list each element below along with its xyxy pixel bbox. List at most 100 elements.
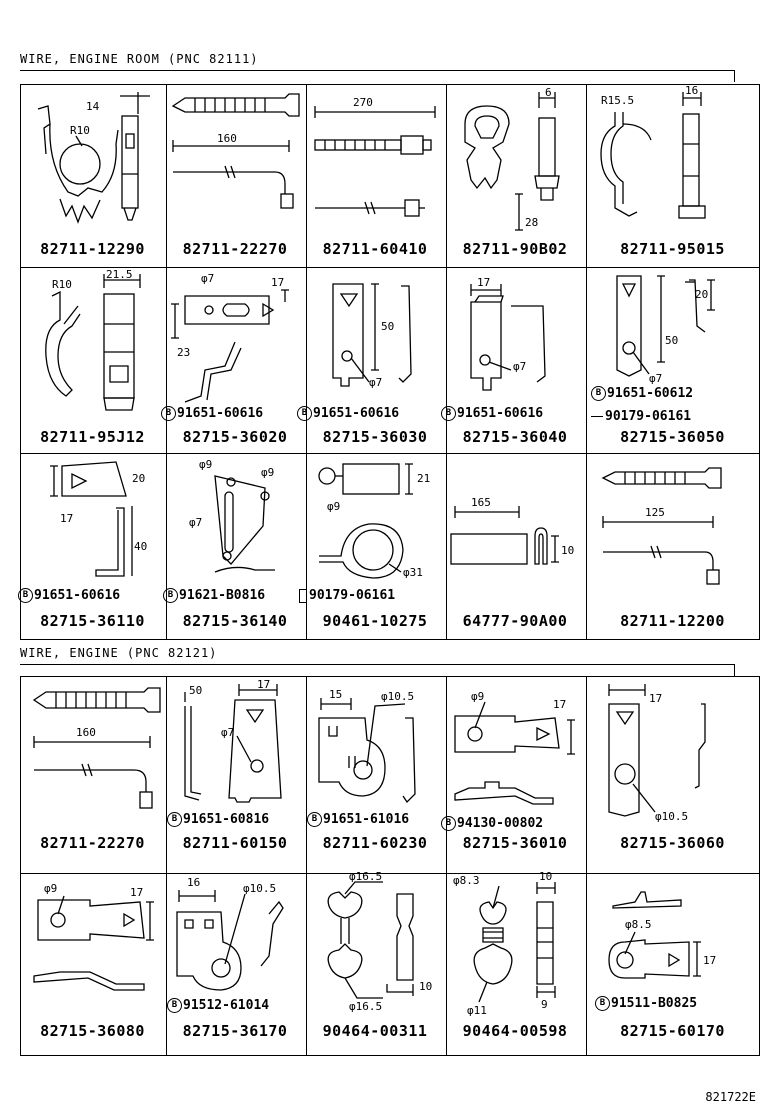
part-number: 90464-00311 xyxy=(322,1022,428,1040)
bracket-drawing: 20 17 40 xyxy=(50,461,147,577)
section-rule xyxy=(20,70,735,71)
section-title-engine-room: WIRE, ENGINE ROOM (PNC 82111) xyxy=(20,52,259,66)
bolt-icon xyxy=(299,588,307,603)
dim-label: φ31 xyxy=(403,566,423,579)
dim-label: φ9 xyxy=(471,690,484,703)
part-cell: 270 82711-60410 xyxy=(305,84,445,266)
figure-id: 821722E xyxy=(705,1090,756,1104)
part-number: 82715-36040 xyxy=(462,428,568,446)
dim-label: 14 xyxy=(86,100,100,113)
part-cell: 6 28 82711-90B02 xyxy=(445,84,585,266)
dim-label: 160 xyxy=(217,132,237,145)
part-number: 82711-60410 xyxy=(322,240,428,258)
part-cell: 165 10 64777-90A00 xyxy=(445,452,585,640)
dim-label: φ8.3 xyxy=(453,874,480,887)
bracket-drawing: 16 φ10.5 xyxy=(176,876,284,991)
dim-label: 125 xyxy=(645,506,665,519)
dim-label: 17 xyxy=(130,886,143,899)
part-cell: 14 R10 82711-12290 xyxy=(20,84,165,266)
clamp-drawing: φ16.5 φ16.5 10 xyxy=(327,872,432,1013)
b-marker-icon: B xyxy=(595,996,610,1011)
dim-label: φ7 xyxy=(369,376,382,389)
dim-label: 50 xyxy=(189,684,202,697)
dim-label: 21.5 xyxy=(106,268,133,281)
dim-label: 17 xyxy=(257,678,270,691)
part-number: 90464-00598 xyxy=(462,1022,568,1040)
dim-label: 10 xyxy=(419,980,432,993)
clamp-drawing: 21 φ9 φ31 xyxy=(318,463,430,579)
b-marker-icon: B xyxy=(161,406,176,421)
b-marker-icon: B xyxy=(297,406,312,421)
part-number: 82715-36060 xyxy=(620,834,725,852)
part-number: 82715-36010 xyxy=(462,834,568,852)
dim-label: 17 xyxy=(649,692,662,705)
tie-band-drawing: 160 xyxy=(171,93,300,209)
bracket-drawing: 20 50 φ7 xyxy=(616,275,715,385)
dim-label: 10 xyxy=(561,544,574,557)
part-number: 82715-36140 xyxy=(182,612,288,630)
dim-label: 10 xyxy=(539,872,552,883)
bracket-drawing: φ9 17 xyxy=(454,690,575,805)
dim-label: φ10.5 xyxy=(243,882,276,895)
part-cell: 160 82711-22270 xyxy=(20,676,165,872)
b-marker-icon: B xyxy=(167,812,182,827)
b-marker-icon: B xyxy=(591,386,606,401)
dim-label: 50 xyxy=(381,320,394,333)
part-number: 64777-90A00 xyxy=(462,612,568,630)
section-rule xyxy=(20,664,735,665)
sub-part-number: 90179-06161 xyxy=(299,588,395,603)
bracket-drawing: φ9 17 xyxy=(33,882,154,991)
part-number: 82715-36170 xyxy=(182,1022,288,1040)
clamp-drawing: R10 21.5 xyxy=(45,268,141,411)
section-rule-tick xyxy=(734,70,735,82)
part-cell: R15.5 16 82711-95015 xyxy=(585,84,760,266)
dim-label: R15.5 xyxy=(601,94,634,107)
bolt-icon xyxy=(591,416,603,417)
bracket-drawing: 50 φ7 xyxy=(332,283,412,389)
b-marker-icon: B xyxy=(18,588,33,603)
dim-label: φ11 xyxy=(467,1004,487,1017)
section-title-engine: WIRE, ENGINE (PNC 82121) xyxy=(20,646,218,660)
clamp-drawing: φ8.3 10 φ11 9 xyxy=(453,872,556,1017)
clip-drawing: 6 28 xyxy=(464,86,560,231)
sub-part-number: 90179-06161 xyxy=(591,409,691,424)
dim-label: φ16.5 xyxy=(349,1000,382,1013)
dim-label: 15 xyxy=(329,688,342,701)
dim-label: 21 xyxy=(417,472,430,485)
part-number: 90461-10275 xyxy=(322,612,428,630)
bracket-drawing: φ7 17 23 xyxy=(171,272,289,403)
dim-label: 20 xyxy=(695,288,708,301)
dim-label: 165 xyxy=(471,496,491,509)
part-number: 82711-22270 xyxy=(182,240,288,258)
part-number: 82715-36020 xyxy=(182,428,288,446)
dim-label: 160 xyxy=(76,726,96,739)
bracket-drawing: 17 φ7 xyxy=(470,276,546,391)
part-cell: R10 21.5 82711-95J12 xyxy=(20,266,165,452)
tie-band-drawing: 125 xyxy=(601,467,722,585)
bracket-drawing: 15 φ10.5 xyxy=(318,688,416,804)
dim-label: φ8.5 xyxy=(625,918,652,931)
part-number: 82711-90B02 xyxy=(462,240,568,258)
dim-label: φ16.5 xyxy=(349,872,382,883)
protector-drawing: 165 10 xyxy=(450,496,574,565)
dim-label: 17 xyxy=(60,512,73,525)
part-number: 82715-36050 xyxy=(620,428,725,446)
dim-label: φ7 xyxy=(649,372,662,385)
dim-label: 17 xyxy=(703,954,716,967)
